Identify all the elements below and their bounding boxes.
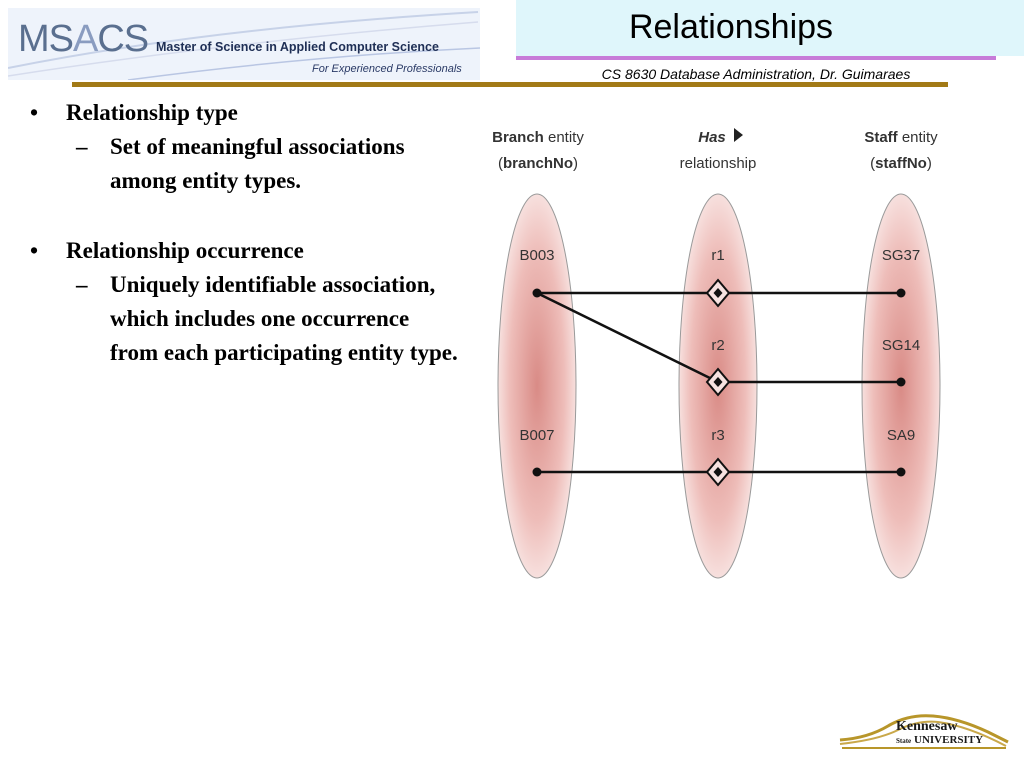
sub-bullet-item: – Set of meaningful associations among e… [30, 130, 460, 198]
branch-heading: Branch entity [492, 129, 584, 146]
bullet-label: Relationship type [66, 100, 238, 125]
university-word: UNIVERSITY [914, 734, 984, 746]
relationship-occurrence-label: r2 [711, 337, 724, 354]
title-background [516, 0, 1024, 56]
staff-dot [896, 377, 906, 387]
logo-subtitle: Master of Science in Applied Computer Sc… [156, 40, 439, 54]
staff-occurrence-label: SA9 [887, 427, 915, 444]
relationship-occurrence-label: r3 [711, 427, 724, 444]
kennesaw-state-logo: Kennesaw State UNIVERSITY [838, 710, 1010, 756]
bullet-label: Relationship occurrence [66, 238, 304, 263]
relationship-diagram-svg: Branch entity (branchNo) Has relationshi… [492, 128, 941, 579]
sub-bullet-text: Uniquely identifiable association, which… [110, 272, 458, 365]
direction-arrow-icon [734, 128, 743, 142]
staff-key-label: (staffNo) [870, 155, 932, 172]
staff-occurrence-label: SG37 [882, 247, 920, 264]
mountain-logo-icon [839, 714, 1009, 749]
course-subtitle: CS 8630 Database Administration, Dr. Gui… [601, 66, 911, 82]
relationship-diamond-icon [705, 278, 731, 308]
logo-wordmark: MSACS [18, 18, 149, 60]
bullet-marker: • [30, 238, 39, 263]
bullet-item: • Relationship type [30, 96, 460, 130]
header-divider [72, 82, 948, 87]
university-name: Kennesaw [896, 719, 958, 734]
branch-key-label: (branchNo) [498, 155, 578, 172]
sub-bullet-item: – Uniquely identifiable association, whi… [30, 268, 460, 370]
relationship-diamond-icon [705, 457, 731, 487]
bullet-marker: • [30, 100, 39, 125]
logo-swoosh-graphic [8, 11, 480, 80]
relationship-diagram: Branch entity (branchNo) Has relationshi… [488, 112, 960, 588]
branch-entity-oval [497, 193, 577, 579]
staff-dot [896, 467, 906, 477]
staff-heading: Staff entity [864, 129, 938, 146]
university-state: State [896, 737, 912, 745]
relationship-occurrence-label: r1 [711, 247, 724, 264]
branch-occurrence-label: B007 [519, 427, 554, 444]
branch-dot [532, 288, 542, 298]
sub-bullet-text: Set of meaningful associations among ent… [110, 134, 405, 193]
logo-tagline: For Experienced Professionals [312, 63, 462, 75]
title-divider [516, 56, 996, 60]
relationship-diamond-icon [705, 367, 731, 397]
staff-occurrence-label: SG14 [882, 337, 920, 354]
bullet-list: • Relationship type – Set of meaningful … [30, 96, 460, 370]
msacs-logo: MSACS Master of Science in Applied Compu… [8, 8, 480, 80]
sub-bullet-marker: – [76, 134, 88, 159]
branch-occurrence-label: B003 [519, 247, 554, 264]
has-heading: Has [698, 129, 726, 146]
staff-dot [896, 288, 906, 298]
sub-bullet-marker: – [76, 272, 88, 297]
branch-dot [532, 467, 542, 477]
slide-title: Relationships [628, 8, 834, 46]
link-line-b003-r2 [536, 291, 719, 384]
relationship-word: relationship [680, 155, 757, 172]
bullet-item: • Relationship occurrence [30, 234, 460, 268]
